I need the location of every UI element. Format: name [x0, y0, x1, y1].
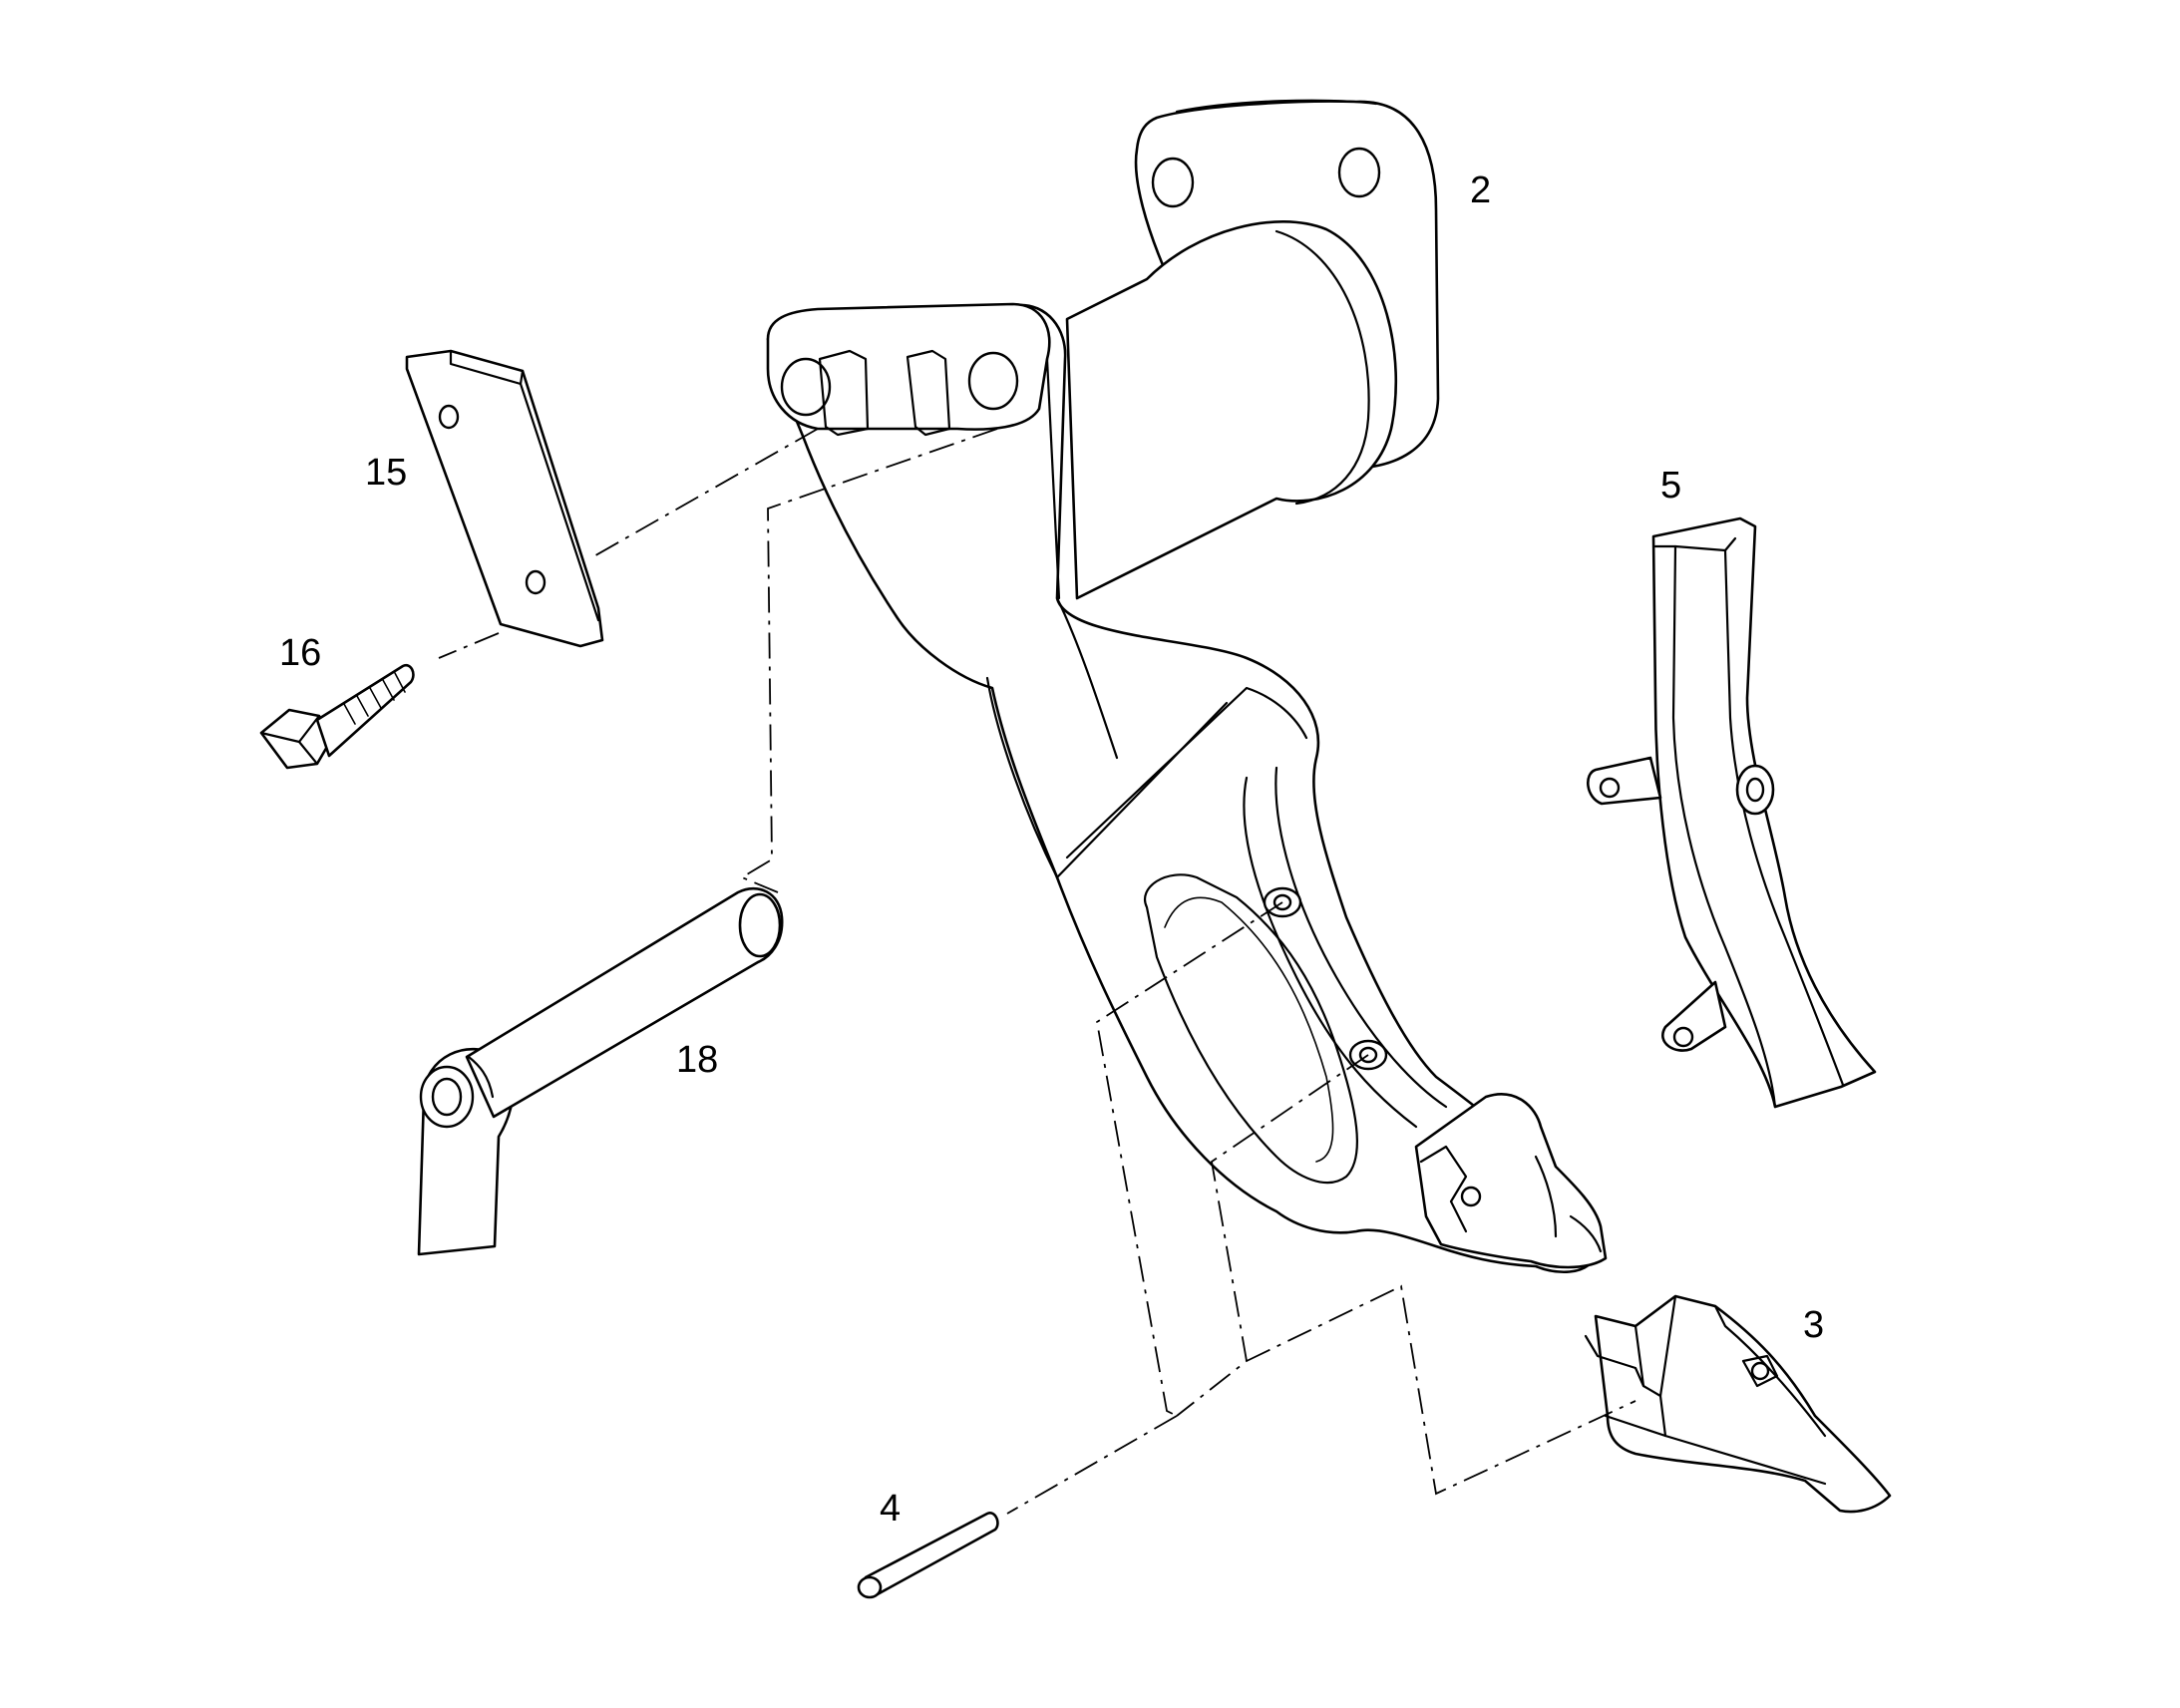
- callout-bolt: 16: [279, 632, 322, 674]
- tooth-part: [1584, 1294, 1892, 1514]
- bolt-part: [259, 663, 415, 770]
- ripper-shank-part: [766, 99, 1608, 1274]
- side-guard-part: [1587, 516, 1877, 1109]
- callout-shank: 2: [1470, 170, 1492, 211]
- callout-tooth: 3: [1803, 1304, 1825, 1346]
- mounting-pin-part: [417, 886, 784, 1256]
- callout-pin: 4: [880, 1488, 902, 1530]
- callout-guard: 5: [1660, 465, 1682, 507]
- callout-mount-pin: 18: [676, 1039, 719, 1081]
- callout-plate: 15: [365, 452, 408, 494]
- plate-part: [405, 349, 604, 648]
- retaining-pin-part: [857, 1512, 999, 1599]
- assembly-center-lines: [438, 428, 1636, 1515]
